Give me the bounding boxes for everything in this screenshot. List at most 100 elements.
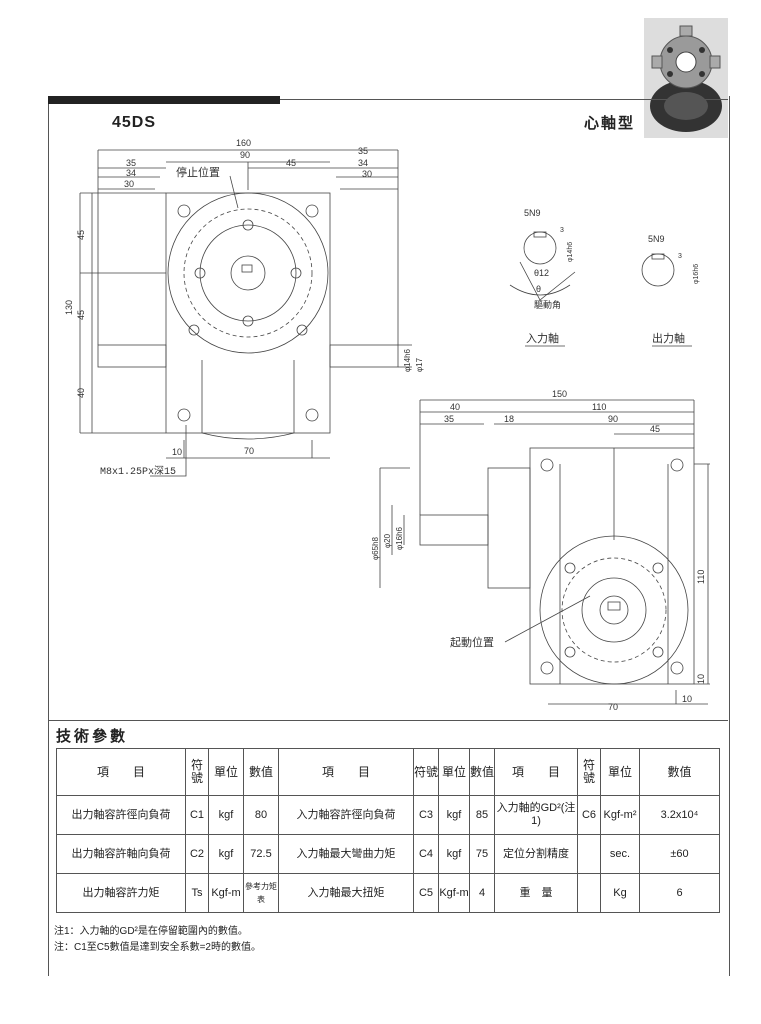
table-cell: C3: [413, 795, 439, 835]
model-number: 45DS: [112, 114, 157, 131]
page-frame: [48, 96, 730, 976]
dim-90-side: 90: [608, 414, 618, 424]
dim-130: 130: [64, 300, 74, 315]
table-cell: kgf: [208, 834, 244, 874]
header-bar: [48, 96, 280, 104]
front-input-shaft-left: [97, 344, 167, 368]
header-val: 數值: [469, 748, 495, 796]
table-cell: 80: [243, 795, 279, 835]
note-2: 注：C1至C5數值是達到安全系數=2時的數值。: [54, 942, 261, 953]
dim-phi20: φ20: [383, 533, 392, 548]
header-sym: 符號: [185, 748, 209, 796]
section-divider: [48, 720, 728, 721]
table-cell: 入力軸最大扭矩: [278, 873, 414, 913]
table-cell: Kgf-m²: [600, 795, 640, 835]
side-input-shaft: [419, 514, 489, 546]
front-bolt-holes: [177, 204, 319, 422]
table-cell: C2: [185, 834, 209, 874]
output-d3: 3: [678, 253, 682, 260]
input-theta12: θ12: [534, 268, 549, 278]
header-item: 項 目: [56, 748, 186, 796]
front-body-outline: [165, 192, 331, 434]
dim-30-left: 30: [124, 179, 134, 189]
table-cell: Ts: [185, 873, 209, 913]
table-cell: 入力軸的GD²(注1): [494, 795, 578, 835]
table-cell: 3.2x10⁴: [639, 795, 720, 835]
table-cell: 6: [639, 873, 720, 913]
table-cell: 入力軸容許徑向負荷: [278, 795, 414, 835]
table-cell: C6: [577, 795, 601, 835]
params-header-row: 項 目 符號 單位 數值 項 目 符號 單位 數值 項 目 符號 單位 數值: [56, 748, 720, 796]
front-input-shaft-right: [329, 344, 399, 368]
dim-35-right: 35: [358, 146, 368, 156]
dim-160: 160: [236, 138, 251, 148]
product-photo: [644, 18, 728, 138]
table-cell: 出力軸容許力矩: [56, 873, 186, 913]
dim-30-right: 30: [362, 169, 372, 179]
table-cell: ±60: [639, 834, 720, 874]
dim-90: 90: [240, 150, 250, 160]
params-title: 技術參數: [56, 728, 129, 745]
table-cell: [577, 873, 601, 913]
table-cell: C1: [185, 795, 209, 835]
dim-phi65: φ65h8: [371, 536, 380, 560]
input-shaft-label: 入力軸: [526, 331, 559, 345]
bolt-spec: M8x1.25Px深15: [100, 465, 176, 478]
drive-angle-label: 驅動角: [534, 299, 561, 310]
params-table: 項 目 符號 單位 數值 項 目 符號 單位 數值 項 目 符號 單位 數值 出…: [56, 748, 720, 913]
dim-45-v1: 45: [76, 230, 86, 240]
table-cell: 入力軸最大彎曲力矩: [278, 834, 414, 874]
table-cell: kgf: [208, 795, 244, 835]
table-cell: kgf: [438, 834, 470, 874]
table-cell: 75: [469, 834, 495, 874]
header-sym: 符號: [577, 748, 601, 796]
dim-34-right: 34: [358, 158, 368, 168]
dim-10-v: 10: [696, 674, 706, 684]
dim-110-v: 110: [696, 570, 706, 584]
output-phi: φ16h6: [693, 264, 700, 284]
header-unit: 單位: [438, 748, 470, 796]
dim-phi16: φ16h6: [395, 526, 404, 550]
table-cell: kgf: [438, 795, 470, 835]
dim-110-side: 110: [592, 402, 606, 412]
dim-10-bottom: 10: [172, 447, 182, 457]
dim-45-side: 45: [650, 424, 660, 434]
side-bolt-holes: [540, 458, 684, 675]
dim-phi17: φ17: [415, 357, 424, 372]
dim-35-left: 35: [126, 158, 136, 168]
table-cell: C5: [413, 873, 439, 913]
dim-10-side-bottom: 10: [682, 694, 692, 704]
header-item: 項 目: [494, 748, 578, 796]
dim-150: 150: [552, 389, 567, 399]
input-theta: θ: [536, 284, 541, 294]
front-flange-outer: [167, 192, 329, 354]
dim-phi14: φ14h6: [403, 348, 412, 372]
side-hub: [487, 467, 531, 589]
dim-45-top: 45: [286, 158, 296, 168]
dimension-labels: 160 90 35 34 30 45 35 34 30 停止位置 45 45 1…: [64, 138, 706, 712]
indexer-photo-icon: [644, 18, 728, 138]
output-shaft-label: 出力軸: [652, 331, 685, 345]
table-cell: Kgf-m: [208, 873, 244, 913]
header-val: 數值: [243, 748, 279, 796]
stop-position-label: 停止位置: [176, 165, 220, 179]
table-cell: 85: [469, 795, 495, 835]
input-phi: φ14h6: [567, 242, 574, 262]
table-cell: 72.5: [243, 834, 279, 874]
header-sym: 符號: [413, 748, 439, 796]
dim-18-side: 18: [504, 414, 514, 424]
notes: 注1：入力軸的GD²是在停留範圍內的數值。 注：C1至C5數值是達到安全系數=2…: [54, 924, 261, 956]
table-cell: 定位分割精度: [494, 834, 578, 874]
table-cell: C4: [413, 834, 439, 874]
header-item: 項 目: [278, 748, 414, 796]
dim-35-side: 35: [444, 414, 454, 424]
table-cell: Kgf-m: [438, 873, 470, 913]
input-d3: 3: [560, 227, 564, 234]
table-cell: 重 量: [494, 873, 578, 913]
output-key: 5N9: [648, 234, 665, 244]
header-val: 數值: [639, 748, 720, 796]
dim-45-v2: 45: [76, 310, 86, 320]
note-1: 注1：入力軸的GD²是在停留範圍內的數值。: [54, 926, 248, 937]
